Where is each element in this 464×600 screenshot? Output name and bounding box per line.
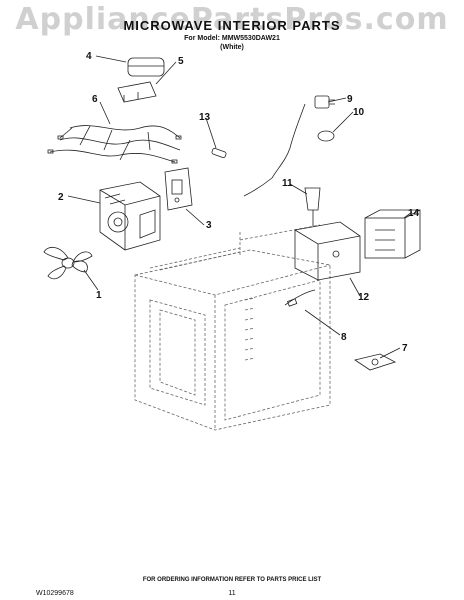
callout-13: 13 [199, 112, 211, 123]
callout-11: 11 [282, 178, 293, 189]
wire-lead-part [284, 289, 316, 307]
thermal-cutout-part [354, 353, 397, 371]
callout-numbers: 1 2 3 4 5 6 7 8 9 10 11 12 13 14 [58, 51, 420, 354]
mounting-bracket-part [117, 81, 157, 103]
interlock-bracket-part [164, 167, 193, 211]
cavity-outline [134, 224, 331, 431]
callout-8: 8 [341, 332, 347, 343]
callout-12: 12 [358, 292, 370, 303]
page-title: MICROWAVE INTERIOR PARTS [123, 18, 341, 33]
callout-14: 14 [408, 208, 420, 219]
fan-housing-part [99, 181, 161, 251]
hv-diode-part [304, 187, 321, 226]
callout-1: 1 [96, 290, 102, 301]
page-number: 11 [228, 590, 236, 597]
capacitor-part [127, 57, 165, 77]
callout-10: 10 [353, 107, 365, 118]
watermark: AppliancePartsPros.com [15, 2, 449, 37]
callout-5: 5 [178, 56, 184, 67]
color-line: (White) [220, 44, 244, 51]
callout-2: 2 [58, 192, 64, 203]
fuse-part [211, 147, 227, 159]
callout-7: 7 [402, 343, 408, 354]
ordering-note: FOR ORDERING INFORMATION REFER TO PARTS … [142, 577, 322, 583]
fan-blade-part [43, 246, 93, 280]
document-code: W10299678 [36, 590, 74, 597]
wire-harness-part [47, 125, 182, 164]
callout-4: 4 [86, 51, 92, 62]
grommet-part [317, 130, 335, 142]
callout-6: 6 [92, 94, 98, 105]
high-voltage-transformer-part [364, 209, 421, 259]
model-line: For Model: MMW5530DAW21 [184, 35, 280, 42]
leader-lines [67, 55, 413, 359]
callout-3: 3 [206, 220, 212, 231]
callout-9: 9 [347, 94, 353, 105]
transformer-plate-part [294, 221, 361, 281]
model-subtitle: For Model: MMW5530DAW21 (White) [0, 34, 464, 52]
